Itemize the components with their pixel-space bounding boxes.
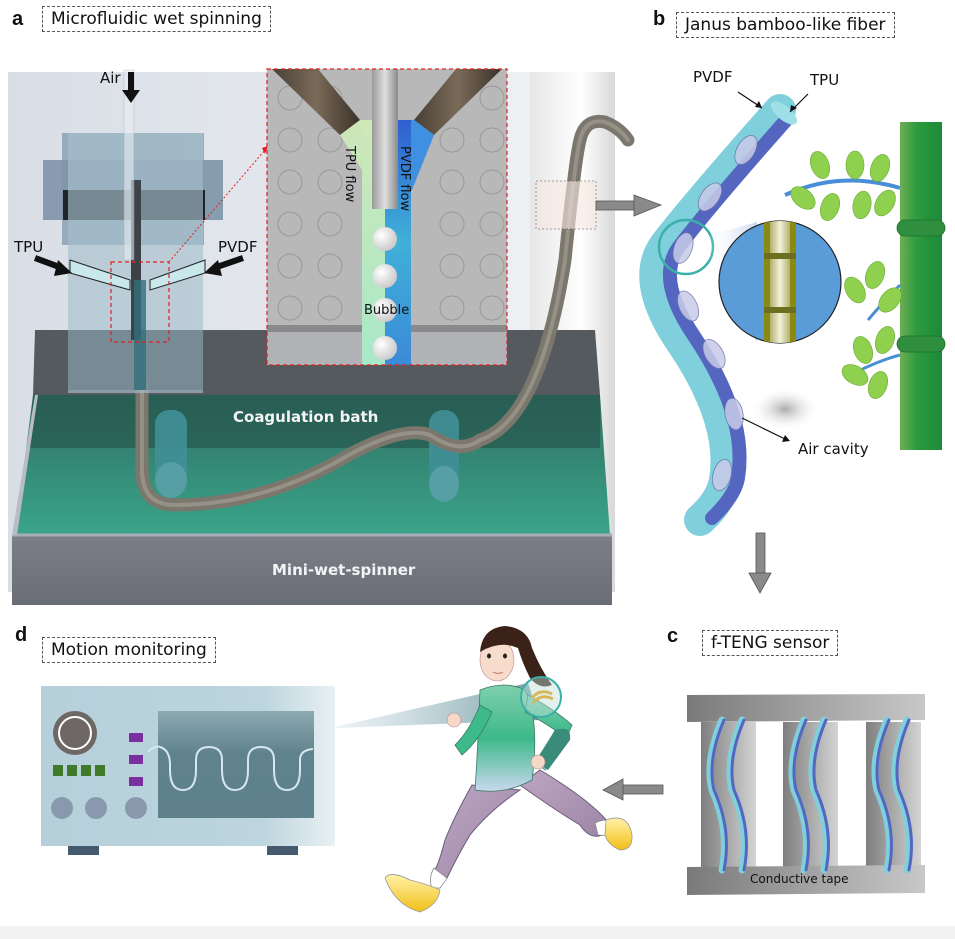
hand-front [446, 712, 462, 728]
led-3 [81, 765, 91, 776]
panel-b-letter: b [653, 8, 666, 30]
panel-a-title: Microfluidic wet spinning [42, 6, 271, 32]
monitor-foot-left [68, 846, 99, 855]
top-tape [687, 694, 925, 722]
pvdf-arrow-icon [204, 255, 244, 276]
panel-c-title: f-TENG sensor [702, 630, 839, 656]
monitor-foot-right [267, 846, 298, 855]
label-tpu-flow: TPU flow [342, 146, 357, 203]
label-pvdf-fiber: PVDF [693, 68, 733, 86]
button-purple-2 [129, 755, 143, 764]
monitor-screen [158, 711, 314, 818]
sensor-fibers [706, 716, 913, 874]
panel-d-title: Motion monitoring [42, 637, 216, 663]
label-bubble: Bubble [364, 303, 410, 318]
air-cavities [672, 135, 758, 492]
panel-c-letter: c [667, 625, 679, 647]
label-conductive-tape: Conductive tape [750, 872, 849, 886]
label-air-cavity: Air cavity [798, 440, 869, 458]
dial-1 [51, 797, 73, 819]
roller-left [155, 410, 187, 498]
label-pvdf-flow: PVDF flow [397, 146, 412, 212]
label-pvdf-inlet: PVDF [218, 238, 258, 256]
label-air: Air [100, 69, 121, 87]
label-mini-wet-spinner: Mini-wet-spinner [272, 561, 416, 579]
arrow-to-panel-c-icon [748, 532, 772, 594]
microchannel-inset [266, 68, 508, 366]
panel-a-illustration [8, 68, 663, 605]
label-coagulation-bath: Coagulation bath [233, 408, 379, 426]
label-tpu-inlet: TPU [14, 238, 44, 256]
bamboo-structure-zoom [718, 220, 842, 344]
bamboo-leaves [790, 150, 902, 399]
waveform-signal [147, 745, 314, 792]
dial-2 [85, 797, 107, 819]
button-purple-1 [129, 733, 143, 742]
callout-region-box [110, 261, 170, 343]
led-1 [53, 765, 63, 776]
panel-c-illustration [602, 694, 925, 895]
dial-3 [125, 797, 147, 819]
shoe-back [604, 817, 633, 851]
panel-d-illustration [41, 626, 633, 913]
panel-d-letter: d [15, 624, 28, 646]
runner-figure [384, 626, 633, 913]
bottom-strip [0, 926, 955, 939]
panel-b-title: Janus bamboo-like fiber [676, 12, 895, 38]
led-4 [95, 765, 105, 776]
air-arrow-icon [122, 72, 140, 103]
hand-back [530, 754, 546, 770]
arrow-to-panel-d-icon [602, 778, 664, 801]
roller-right [429, 410, 459, 502]
oscilloscope-monitor [41, 686, 335, 855]
hair [480, 626, 552, 687]
bath-front-panel [12, 535, 612, 605]
air-needle [372, 69, 398, 209]
fiber-highlight-box [535, 180, 597, 230]
label-tpu-fiber: TPU [810, 71, 840, 89]
arrow-to-panel-b-icon [595, 194, 663, 217]
button-purple-3 [129, 777, 143, 786]
panel-a-letter: a [12, 8, 24, 30]
microfluidic-chip [43, 69, 223, 393]
tpu-arrow-icon [33, 255, 72, 276]
bamboo-stalk [896, 122, 946, 450]
bottom-tape [687, 865, 925, 895]
led-2 [67, 765, 77, 776]
fiber-shadow [750, 387, 820, 431]
shoe-front [384, 874, 441, 913]
panel-b-illustration [639, 91, 946, 594]
